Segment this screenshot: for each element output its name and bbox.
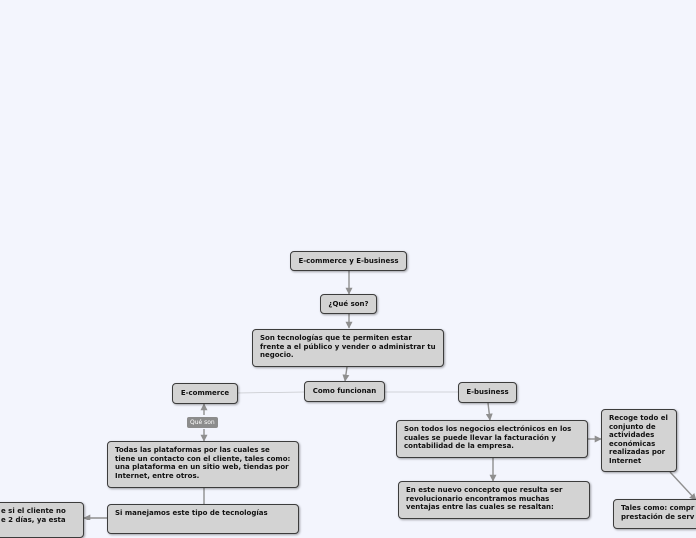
node-definicion[interactable]: Son tecnologías que te permiten estar fr… (252, 329, 444, 367)
edge-como-ecommerce (236, 391, 306, 394)
node-ecommerce[interactable]: E-commerce (172, 383, 238, 404)
node-ecommerce-desc[interactable]: Todas las plataformas por las cuales se … (107, 441, 299, 488)
node-que-son[interactable]: ¿Qué son? (320, 294, 377, 314)
node-ebusiness[interactable]: E-business (458, 382, 517, 403)
edge-recoge-tales (669, 471, 696, 501)
edge-definicion-comofuncionan (342, 366, 350, 382)
node-ebusiness-tales[interactable]: Tales como: compr prestación de serv (613, 499, 696, 529)
node-ebusiness-concepto[interactable]: En este nuevo concepto que resulta ser r… (398, 481, 590, 519)
node-root[interactable]: E-commerce y E-business (290, 251, 407, 271)
connector-layer (83, 271, 696, 520)
node-ebusiness-desc[interactable]: Son todos los negocios electrónicos en l… (396, 420, 588, 458)
edge-ebusiness-desc (485, 402, 493, 421)
link-label-que-son: Qué son (187, 417, 218, 428)
node-como-funcionan[interactable]: Como funcionan (304, 381, 385, 402)
node-ecommerce-left-partial[interactable]: e si el cliente no e 2 días, ya esta (0, 502, 84, 538)
node-ecommerce-next[interactable]: Si manejamos este tipo de tecnologías (107, 504, 299, 534)
node-ebusiness-recoge[interactable]: Recoge todo el conjunto de actividades e… (601, 409, 677, 472)
